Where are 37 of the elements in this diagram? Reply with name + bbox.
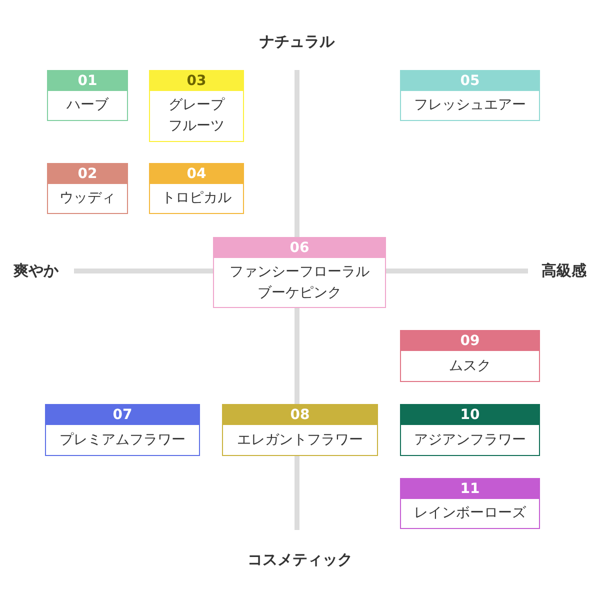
card-number: 04 [150, 164, 243, 184]
card-number: 01 [48, 71, 127, 91]
card-number: 07 [46, 405, 199, 425]
card-title: フレッシュエアー [413, 96, 527, 115]
card-title: プレミアムフラワー [58, 430, 186, 450]
axis-label: コスメティック [248, 550, 352, 570]
card-number: 11 [401, 479, 539, 499]
card-title: ハーブ [66, 96, 110, 115]
category-card [400, 70, 540, 121]
card-number: 05 [401, 71, 539, 91]
category-card [149, 70, 244, 142]
category-card [47, 163, 128, 214]
category-card [47, 70, 128, 121]
card-title: ウッディ [58, 189, 116, 208]
axis-label: 高級感 [542, 262, 586, 280]
axis-label: 爽やか [14, 262, 58, 280]
card-title: グレープフルーツ [168, 96, 226, 136]
card-title: レインボーローズ [413, 504, 527, 523]
card-number: 09 [401, 331, 539, 351]
category-card [400, 478, 540, 529]
card-number: 08 [223, 405, 377, 425]
category-card [149, 163, 244, 214]
axis-label: ナチュラル [260, 32, 334, 52]
category-card [222, 404, 378, 456]
card-title: ムスク [448, 356, 492, 376]
category-card [213, 237, 386, 308]
card-number: 06 [214, 238, 385, 258]
category-card [400, 330, 540, 382]
card-number: 03 [150, 71, 243, 91]
card-number: 02 [48, 164, 127, 184]
category-card [400, 404, 540, 456]
card-title: ファンシーフローラルブーケピンク [228, 262, 370, 302]
card-title: アジアンフラワー [413, 430, 527, 450]
card-title: トロピカル [160, 189, 232, 208]
card-title: エレガントフラワー [236, 430, 364, 450]
card-number: 10 [401, 405, 539, 425]
category-card [45, 404, 200, 456]
